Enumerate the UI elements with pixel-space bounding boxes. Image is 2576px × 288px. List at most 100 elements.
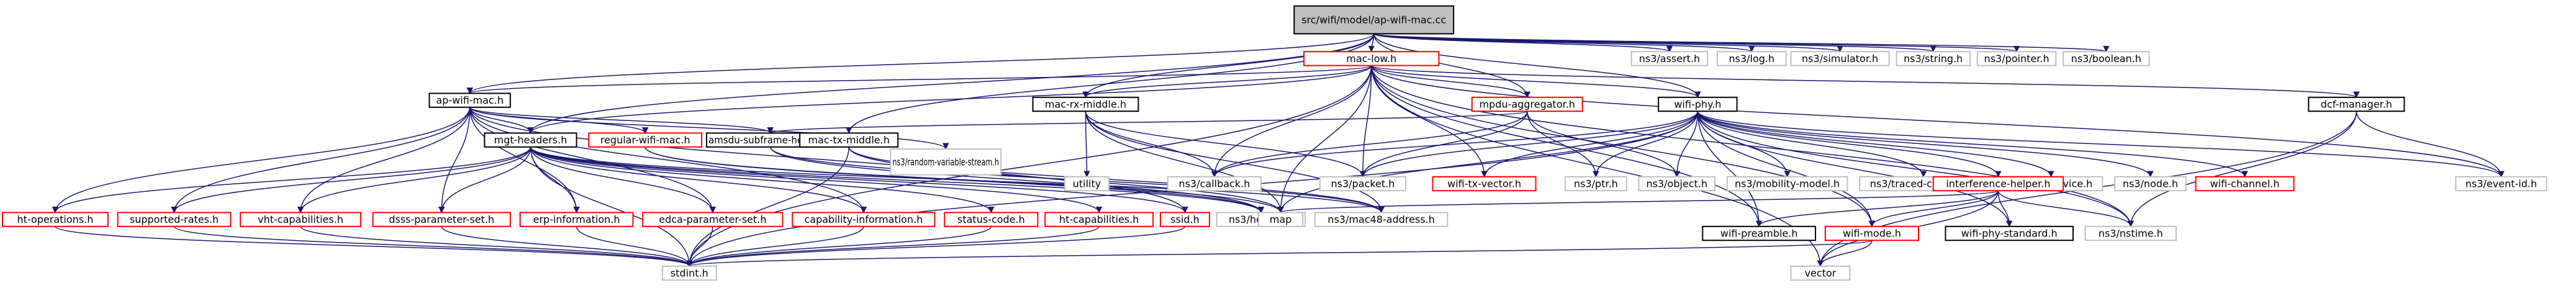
edge-ap_wifi_mac-to-ns3_random_variable (469, 107, 949, 150)
edge-ap_wifi_mac-to-amsdu_subframe_header (469, 107, 774, 134)
node-label: dsss-parameter-set.h (389, 214, 494, 225)
node-supported-rates[interactable]: supported-rates.h (117, 212, 232, 227)
node-ns3-ptr: ns3/ptr.h (1565, 176, 1627, 192)
node-box (2455, 176, 2547, 192)
node-box (1258, 212, 1304, 227)
edge-wifi_phy-to-ns3_event_id (1697, 110, 2505, 178)
edge-wifi_phy-to-ns3_nstime (1697, 111, 2134, 227)
node-box (1932, 176, 2064, 192)
node-wifi-mode[interactable]: wifi-mode.h (1824, 225, 1920, 241)
node-wifi-channel[interactable]: wifi-channel.h (2195, 176, 2295, 192)
edge-mac_rx_middle-to-map (1085, 111, 1284, 214)
edge-mac_low-to-ap_wifi_mac (467, 65, 1372, 94)
node-box (1702, 225, 1817, 241)
edge-dsss_parameter_set-to-stdint (441, 226, 693, 267)
node-interference-helper[interactable]: interference-helper.h (1932, 176, 2064, 192)
edge-root-to-mac_tx_middle (846, 34, 1375, 134)
edge-mgt_headers-to-supported_rates (171, 146, 531, 214)
edge-mac_low-to-ns3_callback (1211, 65, 1372, 178)
edge-ht_operations-to-stdint (55, 226, 693, 267)
node-box (1160, 212, 1211, 227)
node-label: ns3/event-id.h (2465, 178, 2537, 190)
node-box (1, 212, 109, 227)
node-label: map (1270, 214, 1292, 225)
edge-wifi_phy-to-ns3_object (1673, 111, 1699, 178)
node-assert: ns3/assert.h (1630, 51, 1709, 66)
edge-wifi_phy-to-ns3_node (1697, 111, 2154, 178)
node-box (1471, 96, 1583, 112)
node-label: mac-low.h (1346, 53, 1396, 65)
node-ns3-callback: ns3/callback.h (1167, 176, 1262, 192)
edge-mgt_headers-to-ssid (530, 146, 1188, 214)
node-label: wifi-preamble.h (1720, 228, 1798, 240)
node-box (1790, 265, 1851, 281)
node-label: edca-parameter-set.h (659, 214, 766, 225)
node-label: mac-tx-middle.h (808, 134, 890, 146)
node-box (428, 92, 511, 108)
node-ht-capabilities[interactable]: ht-capabilities.h (1044, 212, 1154, 227)
edge-mgt_headers-to-edca_parameter_set (530, 146, 716, 214)
node-box (1896, 51, 1971, 66)
edge-interference_helper-to-map (1278, 190, 1999, 214)
edge-mpdu_aggregator-to-ns3_packet (1359, 111, 1528, 178)
edge-amsdu_subframe_header-to-ns3_header (770, 146, 1265, 214)
node-label: ht-capabilities.h (1059, 214, 1139, 225)
node-wifi-phy-standard[interactable]: wifi-phy-standard.h (1945, 225, 2074, 241)
node-label: mpdu-aggregator.h (1480, 99, 1575, 110)
node-ht-operations[interactable]: ht-operations.h (1, 212, 109, 227)
node-vht-capabilities[interactable]: vht-capabilities.h (240, 212, 361, 227)
node-status-code[interactable]: status-code.h (944, 212, 1039, 227)
node-ssid[interactable]: ssid.h (1160, 212, 1211, 227)
edge-wifi_phy-to-wifi_channel (1697, 110, 2248, 178)
node-dcf-manager[interactable]: dcf-manager.h (2308, 96, 2405, 112)
edge-dcf_manager-to-ns3_nstime (2127, 111, 2357, 227)
edge-wifi_phy-to-wifi_tx_vector (1481, 111, 1699, 178)
node-mpdu-aggregator[interactable]: mpdu-aggregator.h (1471, 96, 1583, 112)
node-label: supported-rates.h (130, 214, 219, 225)
node-box (1432, 176, 1537, 192)
node-edca-parameter-set[interactable]: edca-parameter-set.h (642, 212, 784, 227)
node-box (1319, 176, 1407, 192)
node-ns3-event-id: ns3/event-id.h (2455, 176, 2547, 192)
node-label: mac-rx-middle.h (1045, 99, 1126, 110)
edge-ap_wifi_mac-to-erp_information (469, 107, 580, 214)
edge-ap_wifi_mac-to-capability_information (469, 107, 867, 214)
edge-wifi_phy-to-ns3_net_device (1697, 111, 2054, 178)
node-label: wifi-mode.h (1843, 228, 1901, 240)
node-wifi-phy[interactable]: wifi-phy.h (1658, 96, 1738, 112)
node-box (240, 212, 361, 227)
edge-root-to-boolean (1373, 33, 2109, 53)
node-erp-information[interactable]: erp-information.h (519, 212, 634, 227)
node-box (890, 148, 1002, 176)
node-wifi-tx-vector[interactable]: wifi-tx-vector.h (1432, 176, 1537, 192)
node-mac-rx-middle[interactable]: mac-rx-middle.h (1032, 96, 1139, 112)
edge-mac_low-to-mac_rx_middle (1082, 65, 1372, 98)
node-ap-wifi-mac[interactable]: ap-wifi-mac.h (428, 92, 511, 108)
node-dsss-parameter-set[interactable]: dsss-parameter-set.h (372, 212, 511, 227)
node-mac-low[interactable]: mac-low.h (1303, 51, 1440, 66)
node-root[interactable]: src/wifi/model/ap-wifi-mac.cc (1293, 5, 1455, 35)
edge-interference_helper-to-wifi_preamble (1756, 190, 1999, 227)
edge-erp_information-to-stdint (576, 226, 693, 267)
node-label: ns3/node.h (2123, 178, 2178, 190)
node-label: ap-wifi-mac.h (436, 94, 504, 106)
edge-wifi_phy-to-wifi_preamble (1697, 111, 1763, 227)
node-boolean: ns3/boolean.h (2063, 51, 2150, 66)
node-box (1726, 176, 1848, 192)
node-label: ns3/object.h (1647, 178, 1708, 190)
edge-mgt_headers-to-status_code (530, 146, 995, 214)
node-label: ssid.h (1170, 214, 1200, 225)
edge-mac_low-to-ns3_packet (1359, 65, 1372, 178)
node-capability-information[interactable]: capability-information.h (792, 212, 936, 227)
node-box (1976, 51, 2057, 66)
node-mac-tx-middle[interactable]: mac-tx-middle.h (799, 132, 899, 148)
node-mgt-headers[interactable]: mgt-headers.h (484, 132, 577, 148)
edge-wifi_phy-to-ns3_traced_callback (1697, 111, 1927, 178)
edge-mgt_headers-to-ns3_header (530, 146, 1265, 214)
node-box (1630, 51, 1709, 66)
edge-mac_low-to-wifi_mode (1371, 65, 1876, 227)
node-regular-wifi-mac[interactable]: regular-wifi-mac.h (588, 132, 703, 148)
node-wifi-preamble[interactable]: wifi-preamble.h (1702, 225, 1817, 241)
edge-capability_information-to-stdint (686, 226, 864, 267)
